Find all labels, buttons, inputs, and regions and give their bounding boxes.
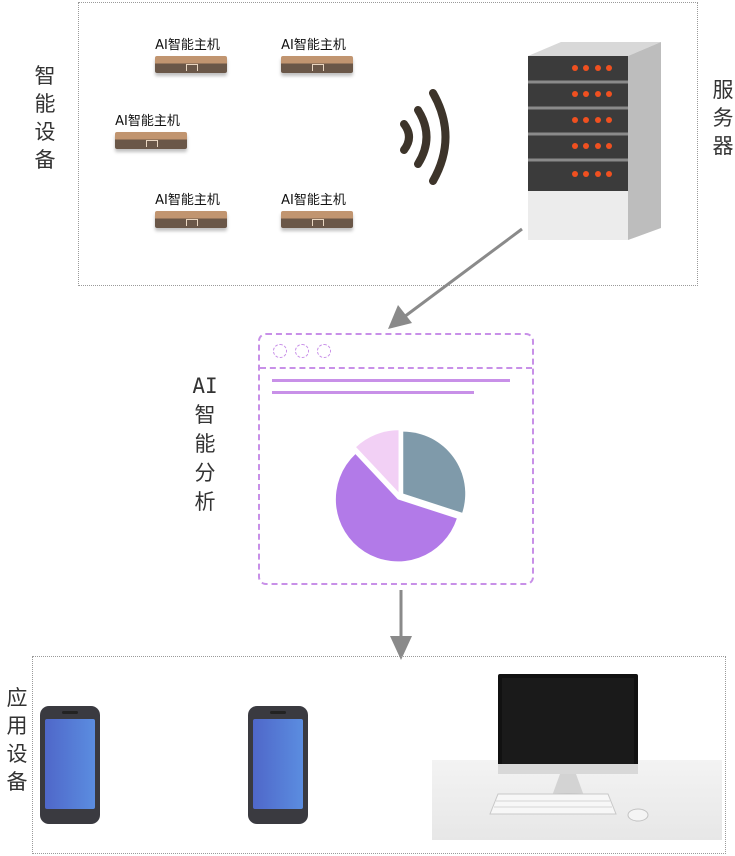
ai-host-label: AI智能主机: [155, 193, 220, 208]
window-title-separator: [260, 367, 532, 369]
host-device-icon: [281, 211, 353, 228]
app-devices-label: 应用设备: [6, 686, 28, 794]
wifi-signal-icon: [400, 89, 450, 185]
host-device-icon: [155, 211, 227, 228]
host-device-icon: [115, 132, 187, 149]
server-label: 服务器: [712, 78, 734, 158]
server-rack-icon: [528, 42, 661, 240]
ai-analysis-label: AI智能分析: [192, 374, 218, 514]
ai-host-3: AI智能主机: [100, 110, 195, 160]
window-dot-icon: [317, 344, 331, 358]
smartphone-icon: [248, 706, 308, 824]
desktop-computer-icon: [498, 674, 638, 799]
smartphone-icon: [40, 706, 100, 824]
ai-host-1: AI智能主机: [140, 34, 235, 84]
smart-devices-label: 智能设备: [34, 64, 56, 172]
window-dot-icon: [273, 344, 287, 358]
mouse-icon: [627, 808, 649, 822]
ai-host-2: AI智能主机: [266, 34, 361, 84]
host-device-icon: [155, 56, 227, 73]
ai-host-label: AI智能主机: [281, 38, 346, 53]
analysis-window: [258, 333, 534, 585]
app-devices-region: [32, 656, 726, 854]
window-dot-icon: [295, 344, 309, 358]
pie-chart: [335, 430, 466, 562]
pie-slice-1: [403, 431, 466, 513]
arrow-analysis-to-devices: [390, 590, 412, 660]
ai-host-4: AI智能主机: [140, 189, 235, 239]
host-device-icon: [281, 56, 353, 73]
pie-slice-3: [356, 430, 399, 493]
arrow-server-to-analysis: [388, 227, 523, 329]
content-line: [272, 391, 474, 394]
pie-slice-2: [335, 454, 457, 562]
smart-devices-region: [78, 2, 698, 286]
content-line: [272, 379, 510, 382]
ai-host-label: AI智能主机: [281, 193, 346, 208]
ai-host-5: AI智能主机: [266, 189, 361, 239]
keyboard-icon: [489, 793, 617, 815]
ai-host-label: AI智能主机: [155, 38, 220, 53]
ai-host-label: AI智能主机: [115, 114, 180, 129]
